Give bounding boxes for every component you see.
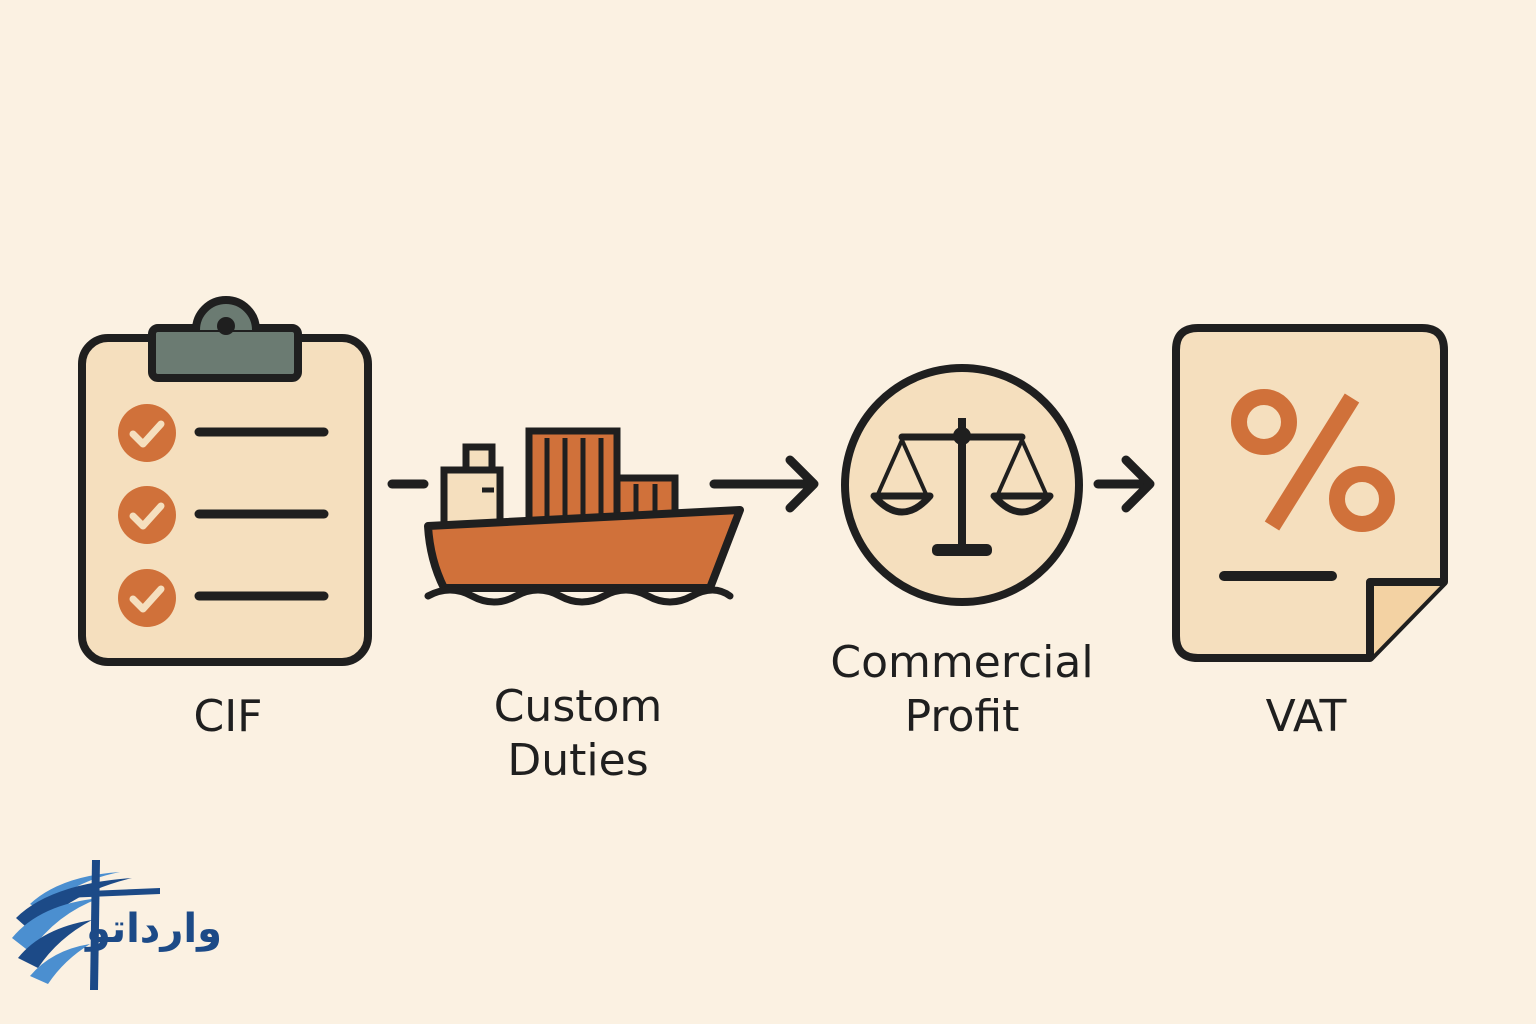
balance-scale-icon <box>841 364 1083 606</box>
check-item-2 <box>118 486 329 544</box>
step-label-commercial-profit-line-1: Commercial <box>830 637 1094 688</box>
arrow-icon-2 <box>1093 455 1155 513</box>
arrow-icon-1 <box>709 455 819 513</box>
step-label-custom-duties-line-1: Custom <box>493 681 663 732</box>
cargo-ship-icon <box>424 427 744 606</box>
step-label-cif-line-1: CIF <box>193 691 263 742</box>
step-label-commercial-profit-line-2: Profit <box>904 691 1020 742</box>
step-label-custom-duties: Custom Duties <box>458 680 698 788</box>
step-label-custom-duties-line-2: Duties <box>507 735 649 786</box>
step-label-cif: CIF <box>128 690 328 744</box>
check-item-3 <box>118 569 329 627</box>
brand-logo-icon <box>12 860 160 990</box>
brand-name: وارداتو <box>86 906 222 952</box>
step-label-vat-line-1: VAT <box>1265 691 1347 742</box>
check-item-1 <box>118 404 329 462</box>
clipboard-checklist-icon <box>78 296 372 666</box>
step-label-vat: VAT <box>1206 690 1406 744</box>
step-label-commercial-profit: Commercial Profit <box>812 636 1112 744</box>
percent-document-icon <box>1172 324 1448 662</box>
